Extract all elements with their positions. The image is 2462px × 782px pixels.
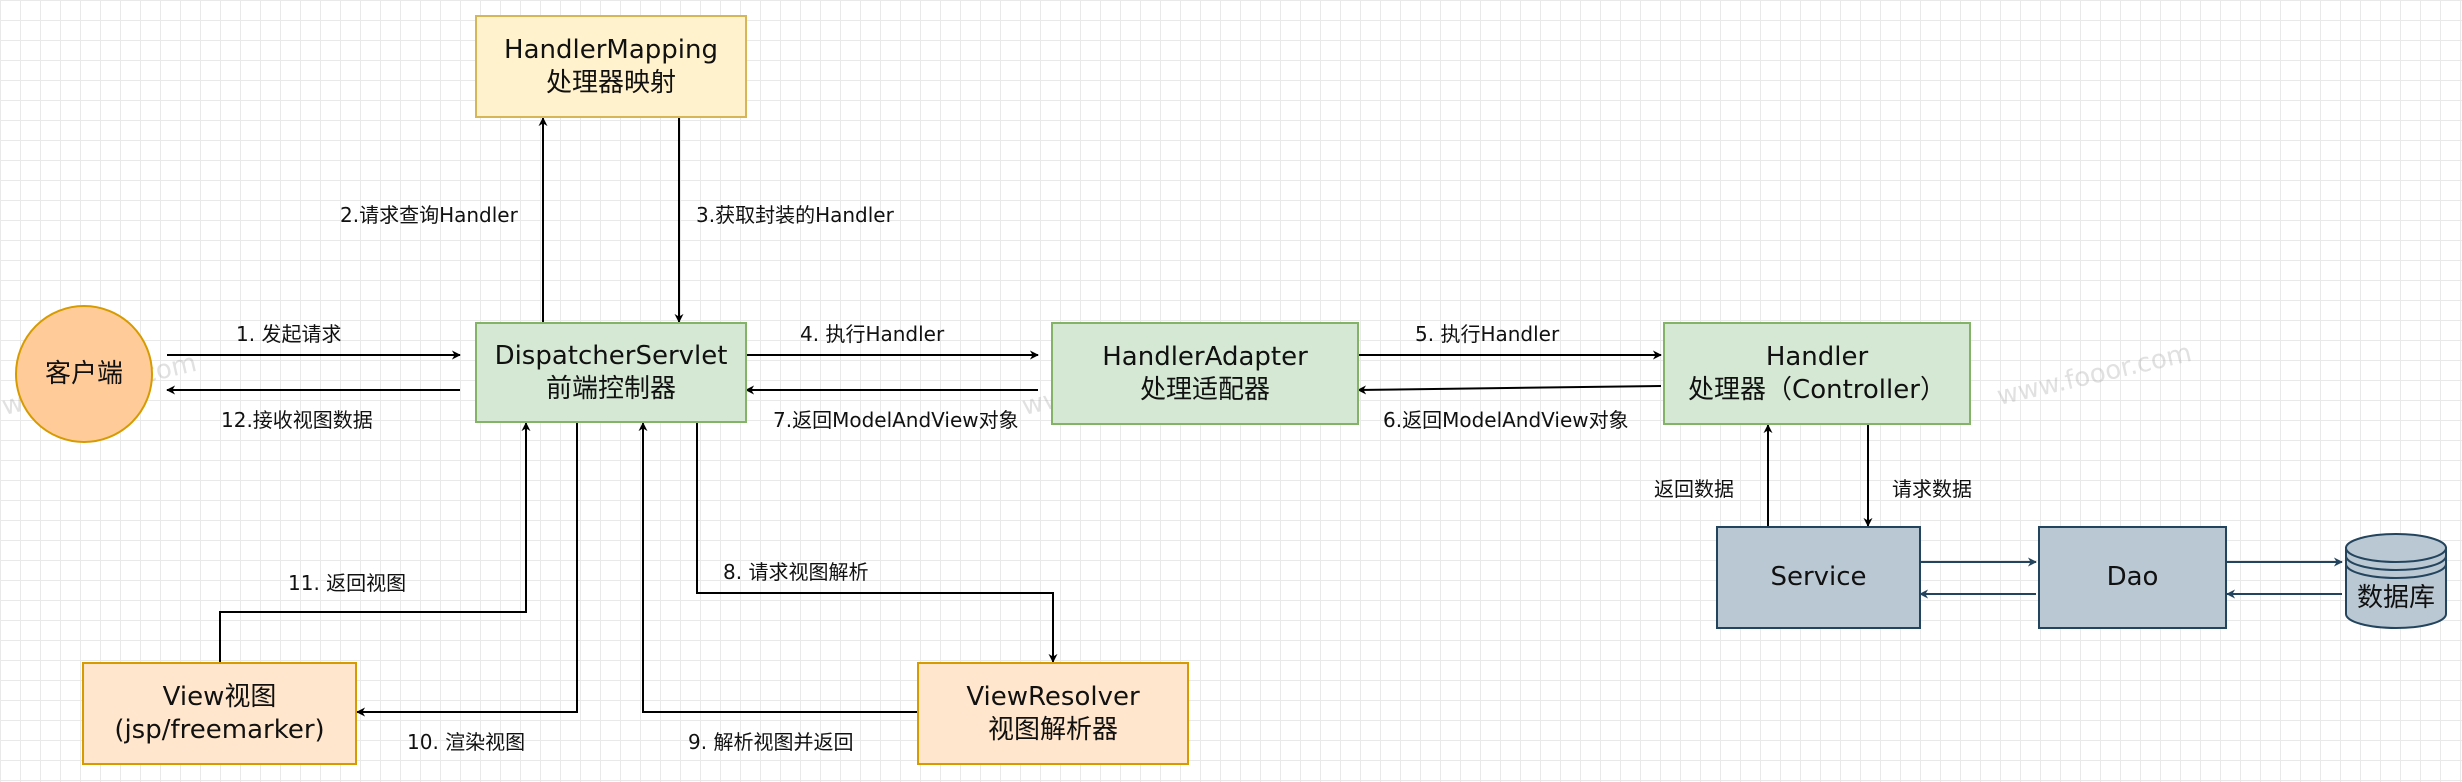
edge-request-data-label: 请求数据 (1892, 477, 1972, 501)
edge-6-label: 6.返回ModelAndView对象 (1383, 408, 1629, 432)
handler-mapping-title: HandlerMapping (504, 35, 718, 65)
handler-adapter-title: HandlerAdapter (1102, 342, 1308, 372)
edge-8-request-resolve (696, 423, 1058, 663)
edge-9-label: 9. 解析视图并返回 (688, 730, 854, 754)
edge-10-render-view (356, 423, 578, 717)
database-cylinder (2345, 533, 2447, 629)
edge-11-label: 11. 返回视图 (288, 571, 407, 595)
handler-node[interactable]: Handler 处理器（Controller） (1663, 322, 1971, 425)
edge-4-label: 4. 执行Handler (800, 322, 945, 346)
service-label: Service (1770, 562, 1867, 593)
handler-mapping-node[interactable]: HandlerMapping 处理器映射 (475, 15, 747, 118)
edge-8-label: 8. 请求视图解析 (723, 560, 869, 584)
dispatcher-servlet-title: DispatcherServlet (494, 341, 728, 371)
dao-node[interactable]: Dao (2038, 526, 2227, 629)
edge-11-return-view (219, 422, 531, 662)
dispatcher-servlet-node[interactable]: DispatcherServlet 前端控制器 (475, 322, 747, 423)
watermark: www.fooor.com (1994, 338, 2195, 412)
dispatcher-servlet-subtitle: 前端控制器 (545, 373, 676, 404)
view-resolver-node[interactable]: ViewResolver 视图解析器 (917, 662, 1189, 765)
client-label: 客户端 (44, 358, 123, 389)
edge-6-return-mav (1357, 385, 1662, 395)
view-node[interactable]: View视图 (jsp/freemarker) (82, 662, 357, 765)
edge-return-data-label: 返回数据 (1654, 477, 1734, 501)
view-title: View视图 (162, 682, 277, 712)
view-resolver-subtitle: 视图解析器 (987, 714, 1118, 745)
handler-mapping-subtitle: 处理器映射 (545, 67, 676, 98)
edge-5-label: 5. 执行Handler (1415, 322, 1560, 346)
edge-10-label: 10. 渲染视图 (407, 730, 526, 754)
handler-title: Handler (1765, 342, 1869, 372)
edge-2-label: 2.请求查询Handler (340, 203, 518, 227)
edge-3-label: 3.获取封装的Handler (696, 203, 894, 227)
database-label: 数据库 (2356, 583, 2435, 613)
client-node[interactable]: 客户端 (15, 305, 153, 443)
view-resolver-title: ViewResolver (966, 682, 1140, 712)
edge-12-label: 12.接收视图数据 (221, 408, 373, 432)
edge-7-label: 7.返回ModelAndView对象 (773, 408, 1019, 432)
dao-label: Dao (2106, 562, 2159, 593)
service-node[interactable]: Service (1716, 526, 1921, 629)
edge-1-label: 1. 发起请求 (236, 322, 342, 346)
handler-adapter-node[interactable]: HandlerAdapter 处理适配器 (1051, 322, 1359, 425)
handler-subtitle: 处理器（Controller） (1688, 374, 1946, 405)
edge-9-resolve-return (638, 422, 917, 713)
view-subtitle: (jsp/freemarker) (114, 714, 325, 745)
handler-adapter-subtitle: 处理适配器 (1139, 374, 1270, 405)
